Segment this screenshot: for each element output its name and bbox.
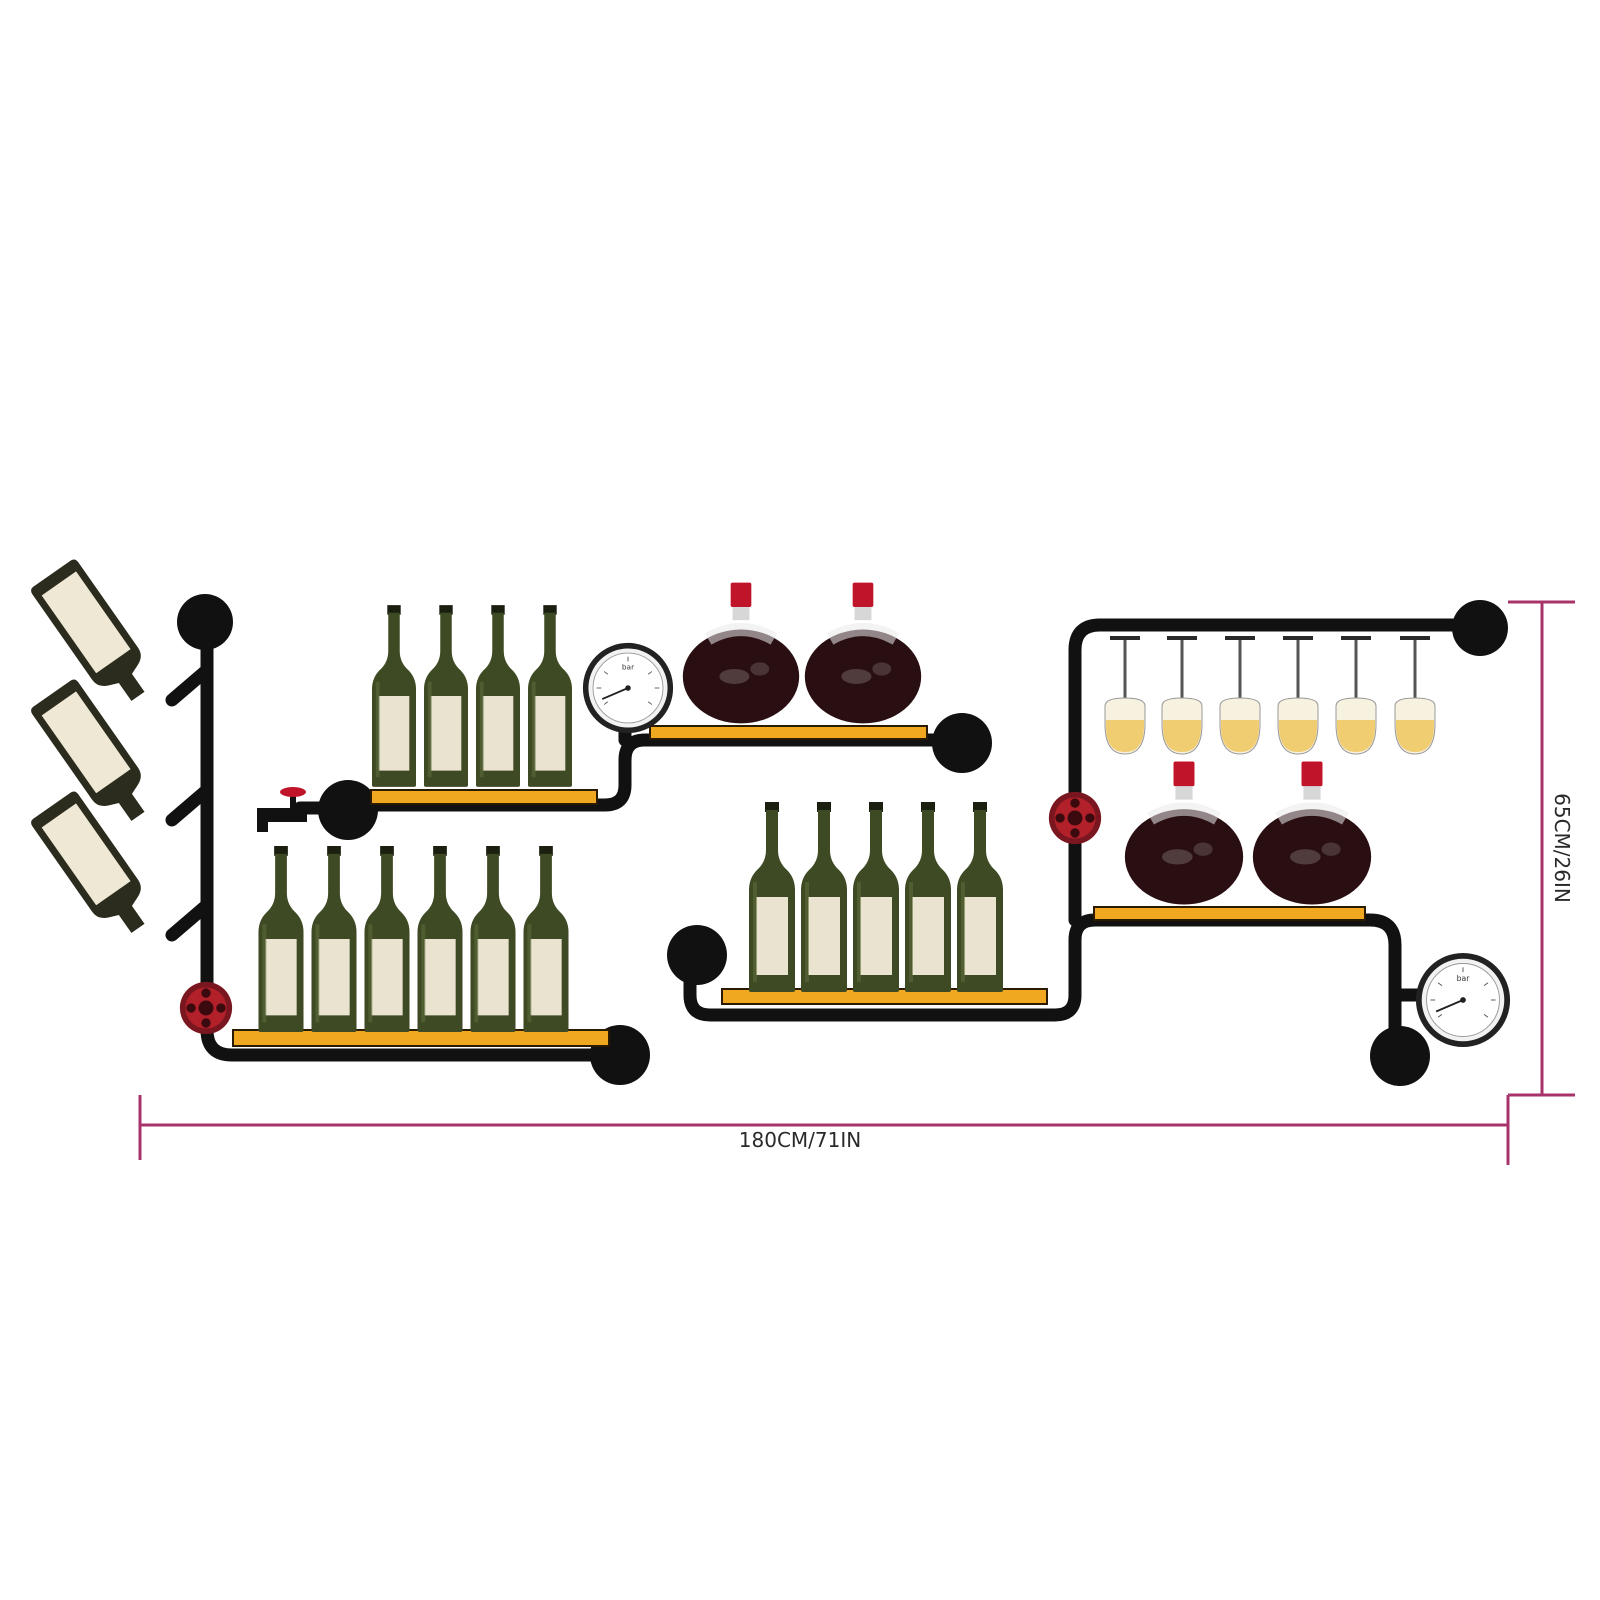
bottle bbox=[258, 846, 304, 1032]
height-label: 65CM/26IN bbox=[1550, 793, 1574, 903]
gauge-icon bbox=[586, 646, 671, 731]
shelf-upper-mid bbox=[649, 725, 928, 740]
decanter bbox=[1253, 761, 1371, 904]
bottle bbox=[905, 802, 951, 992]
decanter bbox=[1125, 761, 1243, 904]
valve-icon bbox=[179, 981, 233, 1035]
wine-glass bbox=[1393, 636, 1437, 756]
wine-glass bbox=[1218, 636, 1262, 756]
shelf-upper-right bbox=[1093, 906, 1366, 921]
bottle bbox=[476, 605, 520, 787]
bottle bbox=[424, 605, 468, 787]
decanter bbox=[683, 583, 799, 724]
bottle bbox=[523, 846, 569, 1032]
bottles-lower-left bbox=[258, 846, 569, 1032]
bottle bbox=[853, 802, 899, 992]
gauge-icon bbox=[1419, 956, 1507, 1044]
shelf-upper-left bbox=[370, 789, 598, 805]
angled-bottle-1 bbox=[29, 557, 161, 713]
width-label: 180CM/71IN bbox=[739, 1128, 861, 1152]
bottle bbox=[749, 802, 795, 992]
wine-glass bbox=[1334, 636, 1378, 756]
wine-glass bbox=[1103, 636, 1147, 756]
hanging-glasses bbox=[1103, 636, 1437, 756]
bottle bbox=[311, 846, 357, 1032]
valve-icon bbox=[1048, 791, 1102, 845]
decanter bbox=[805, 583, 921, 724]
pipe-cap-upper-mid bbox=[932, 713, 992, 773]
bottle bbox=[528, 605, 572, 787]
shelves bbox=[232, 725, 1366, 1047]
angled-bottles bbox=[29, 557, 161, 945]
width-dimension bbox=[138, 1095, 1510, 1165]
shelf-lower-left bbox=[232, 1029, 610, 1047]
bottle bbox=[372, 605, 416, 787]
bottles-upper-left bbox=[372, 605, 572, 787]
height-dimension bbox=[1508, 600, 1575, 1097]
bottles-lower-mid bbox=[749, 802, 1003, 992]
pipe-cap-bottom-right bbox=[1370, 1026, 1430, 1086]
bottle bbox=[801, 802, 847, 992]
faucet-icon bbox=[257, 787, 307, 832]
bottle bbox=[470, 846, 516, 1032]
pipe-cap-top-right bbox=[1452, 600, 1508, 656]
bottle bbox=[417, 846, 463, 1032]
pipe-cap-top-left bbox=[177, 594, 233, 650]
bottle bbox=[364, 846, 410, 1032]
pipe-cap-faucet bbox=[318, 780, 378, 840]
wine-glass bbox=[1160, 636, 1204, 756]
bottle bbox=[957, 802, 1003, 992]
pipe-cap-lower-mid bbox=[667, 925, 727, 985]
wine-glass bbox=[1276, 636, 1320, 756]
